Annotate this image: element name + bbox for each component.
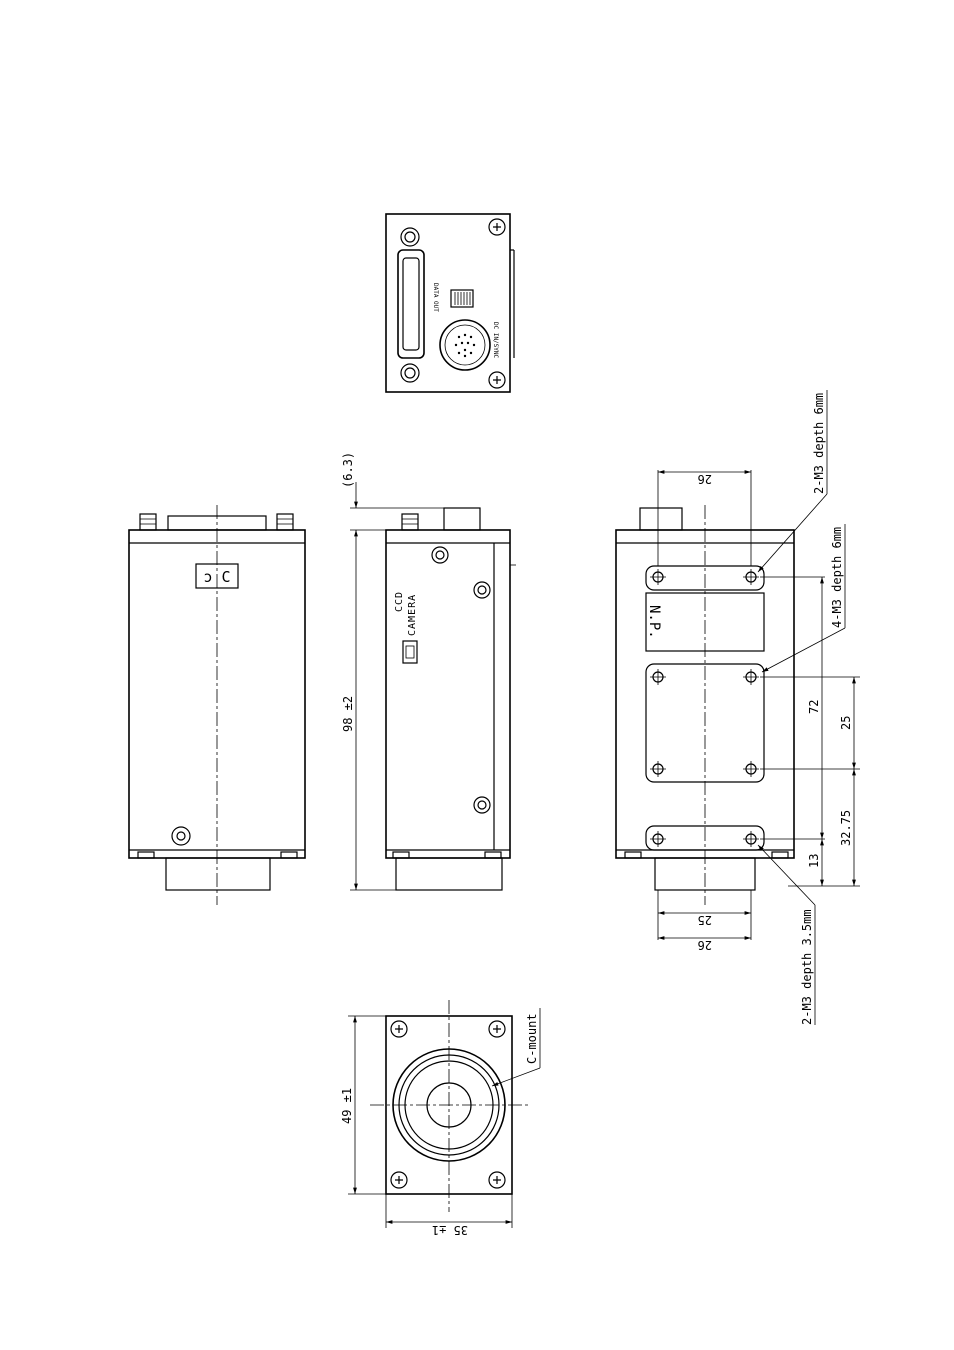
rear-screw-top-left (401, 228, 419, 246)
dim-72: 72 (807, 700, 821, 714)
dip-switch (451, 290, 473, 307)
top-view: ɔ C (129, 505, 305, 905)
dc-in-label: DC IN/SYNC (492, 322, 499, 359)
dim-bottom-25: 25 (698, 913, 712, 927)
rear-panel-view: DATA OUT DC IN/SYNC (386, 214, 514, 392)
front-screw-top-right (489, 1021, 505, 1037)
dim-connector-protrusion: (6.3) (341, 452, 355, 488)
front-dimensions: 49 ±1 35 ±1 (340, 1016, 512, 1237)
side-post (402, 514, 418, 530)
nameplate-label: N.P. (646, 605, 662, 639)
callout-c-mount: C-mount (492, 1008, 540, 1086)
front-screw-bottom-left (391, 1172, 407, 1188)
data-out-connector (398, 250, 424, 358)
dim-bottom-26: 26 (698, 938, 712, 952)
front-view (370, 1000, 528, 1212)
side-connector (444, 508, 480, 530)
rear-screw-bottom-left (401, 364, 419, 382)
callout-bottom-holes-label: 2-M3 depth 3.5mm (800, 909, 814, 1025)
rear-screw-top-right (489, 219, 505, 235)
callout-center-holes: 4-M3 depth 6mm (762, 524, 845, 672)
logo-line1: CCD (394, 591, 405, 612)
dim-front-height: 49 ±1 (340, 1088, 354, 1124)
dim-13: 13 (807, 854, 821, 868)
data-out-label: DATA OUT (432, 283, 439, 312)
dim-body-length: 98 ±2 (341, 696, 355, 732)
top-view-post-left (140, 514, 156, 530)
dim-32-75: 32.75 (839, 810, 853, 846)
side-label-plate (403, 641, 417, 663)
callout-top-holes-label: 2-M3 depth 6mm (812, 393, 826, 494)
dc-in-sync-connector (440, 320, 490, 370)
callout-top-holes: 2-M3 depth 6mm (758, 390, 827, 572)
dim-top-26: 26 (698, 472, 712, 486)
front-screw-top-left (391, 1021, 407, 1037)
callout-center-holes-label: 4-M3 depth 6mm (830, 527, 844, 628)
dim-25: 25 (839, 716, 853, 730)
side-view: CCD CAMERA (386, 508, 516, 890)
bottom-view: N.P. (616, 505, 794, 905)
rear-screw-bottom-right (489, 372, 505, 388)
front-screw-bottom-right (489, 1172, 505, 1188)
dim-front-width: 35 ±1 (432, 1223, 468, 1237)
top-view-screw (172, 827, 190, 845)
callout-bottom-holes: 2-M3 depth 3.5mm (758, 845, 815, 1025)
length-dimension: (6.3) 98 ±2 (341, 452, 444, 890)
logo-line2: CAMERA (407, 594, 418, 636)
callout-c-mount-label: C-mount (525, 1013, 539, 1064)
top-view-post-right (277, 514, 293, 530)
